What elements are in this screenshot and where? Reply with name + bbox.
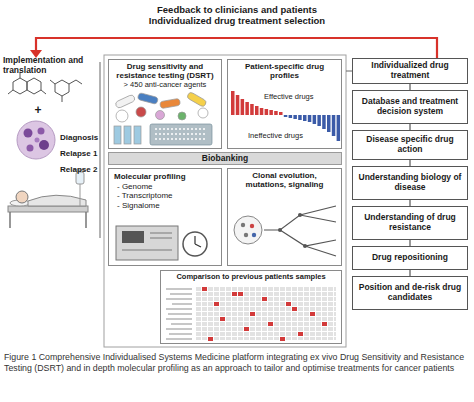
node-heading: Biobanking [109, 153, 341, 164]
platform-frame [104, 55, 346, 347]
node-heading: Disease specific drug action [356, 135, 464, 155]
node-text: > 450 anti-cancer agents [109, 80, 221, 89]
outcome-box: Database and treatment decision system [352, 90, 468, 124]
process-box: Molecular profiling- Genome- Transcripto… [108, 168, 222, 266]
outcome-box: Disease specific drug action [352, 130, 468, 160]
outcome-box: Individualized drug treatment [352, 58, 468, 84]
node-heading: Molecular profiling [109, 169, 221, 182]
connector [409, 270, 410, 276]
connector [409, 160, 410, 166]
node-text: Effective drugs [264, 93, 313, 101]
node-heading: Patient-specific drug profiles [228, 60, 341, 80]
node-text: Ineffective drugs [248, 132, 303, 140]
figure-caption: Figure 1 Comprehensive Individualised Sy… [4, 352, 470, 375]
node-heading: Individualized drug treatment [356, 61, 464, 81]
node-heading: Clonal evolution, mutations, signaling [228, 169, 341, 189]
cell-smear [17, 121, 55, 159]
connector-group [410, 84, 411, 90]
patient-illustration [8, 170, 88, 228]
sample-bracket [100, 62, 101, 238]
sequencer-illustration [116, 226, 207, 260]
connector-group [410, 160, 411, 166]
annotation-label: Implementation and translation [3, 56, 87, 76]
biobank-band: Biobanking [108, 152, 342, 165]
clonal-tree [234, 206, 336, 256]
connector-group [410, 124, 411, 130]
connector-group [410, 240, 411, 246]
node-heading: Position and de-risk drug candidates [356, 283, 464, 303]
annotation-label: Relapse 1 [60, 150, 100, 159]
process-box: Clonal evolution, mutations, signaling [227, 168, 342, 266]
connector-group [410, 200, 411, 206]
node-heading: Comparison to previous patients samples [161, 271, 341, 282]
process-box: Drug sensitivity and resistance testing … [108, 59, 222, 149]
sample-heatmap [166, 287, 336, 341]
chemical-structure [8, 72, 82, 102]
outcome-box: Drug repositioning [352, 246, 468, 270]
annotation-label: Relapse 2 [60, 166, 100, 175]
annotation-label: Diagnosis [60, 134, 100, 143]
outcome-box: Position and de-risk drug candidates [352, 276, 468, 310]
chart-box: Patient-specific drug profilesEffective … [227, 59, 342, 149]
node-text: - Genome [109, 182, 221, 192]
node-heading: Understanding biology of disease [356, 173, 464, 193]
connector [409, 200, 410, 206]
outcome-box: Understanding biology of disease [352, 166, 468, 200]
node-heading: Drug sensitivity and resistance testing … [109, 60, 221, 80]
outcome-box: Understanding of drug resistance [352, 206, 468, 240]
connector [409, 240, 410, 246]
node-heading: Drug repositioning [372, 253, 448, 263]
drug-profile-bars [231, 91, 340, 141]
connector-group [410, 270, 411, 276]
comparison-box: Comparison to previous patients samples [160, 270, 342, 344]
figure-title: Feedback to clinicians and patients Indi… [127, 4, 347, 26]
annotation-label: + [32, 104, 44, 116]
drug-pills [114, 91, 212, 145]
connector [409, 84, 410, 90]
node-text: - Signalome [109, 201, 221, 211]
node-heading: Database and treatment decision system [356, 97, 464, 117]
connector [409, 124, 410, 130]
node-heading: Understanding of drug resistance [356, 213, 464, 233]
node-text: - Transcriptome [109, 191, 221, 201]
